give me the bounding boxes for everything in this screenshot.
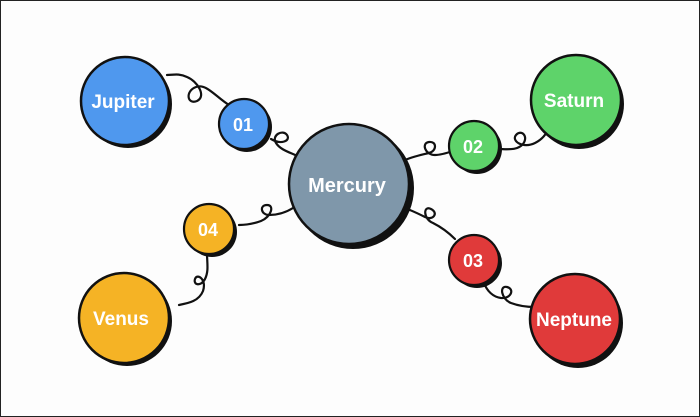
- node-neptune-circle: [528, 272, 622, 366]
- node-jupiter-circle: [79, 55, 171, 147]
- badge-04: 04: [182, 202, 237, 257]
- badge-04-label: 04: [198, 220, 218, 240]
- badge-02-circle: [447, 119, 501, 173]
- node-saturn: Saturn: [529, 53, 624, 149]
- badge-01-circle: [217, 97, 271, 151]
- node-venus-circle: [77, 271, 171, 365]
- badge-01-label: 01: [233, 115, 253, 135]
- center-node-circle: [287, 122, 411, 246]
- node-saturn-circle: [529, 53, 623, 147]
- node-saturn-label: Saturn: [544, 91, 604, 112]
- node-venus: Venus: [77, 271, 172, 366]
- connectors: [165, 73, 551, 309]
- connector-02-saturn: [495, 125, 551, 151]
- connector-center-02: [401, 140, 455, 163]
- badge-03: 03: [447, 233, 502, 288]
- connector-center-01: [269, 131, 303, 160]
- node-venus-label: Venus: [93, 309, 149, 330]
- center-node-label: Mercury: [308, 175, 387, 197]
- center-node: Mercury: [287, 122, 414, 249]
- connector-center-03: [397, 204, 457, 241]
- node-jupiter-label: Jupiter: [91, 92, 155, 113]
- connector-center-04: [237, 203, 295, 227]
- connector-04-venus: [177, 251, 209, 307]
- badge-02: 02: [447, 119, 502, 174]
- badge-02-label: 02: [463, 137, 483, 157]
- node-jupiter: Jupiter: [79, 55, 172, 148]
- badge-03-circle: [447, 233, 501, 287]
- connector-01-jupiter: [165, 73, 231, 107]
- badge-01: 01: [217, 97, 272, 152]
- node-neptune-label: Neptune: [536, 310, 612, 331]
- connector-03-neptune: [482, 281, 537, 309]
- badge-04-circle: [182, 202, 236, 256]
- badge-03-label: 03: [463, 251, 483, 271]
- node-neptune: Neptune: [528, 272, 623, 368]
